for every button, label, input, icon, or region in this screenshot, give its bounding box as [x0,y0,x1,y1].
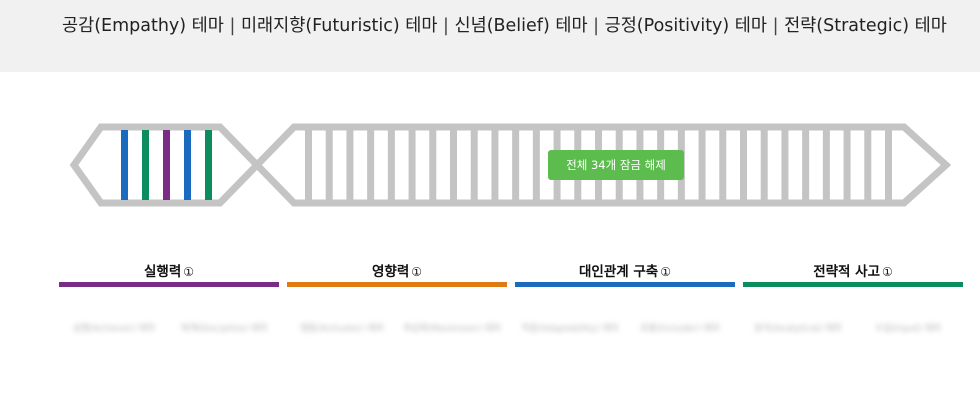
theme-name: 공감(Empathy) 테마 [62,16,224,36]
dna-locked-bar [760,130,768,200]
dna-locked-bar [387,130,395,200]
domain-title-text: 영향력 [371,264,410,280]
dna-unlocked-bar [163,130,170,200]
domain-items: 실행(Achiever) 테마 체계(Discipline) 테마 [59,323,279,383]
dna-locked-bar [491,130,499,200]
domain-color-bar [287,282,507,287]
theme-name: 전략(Strategic) 테마 [784,16,947,36]
dna-locked-bar [470,130,478,200]
theme-separator: | [443,16,449,36]
dna-locked-bar [305,130,312,200]
info-icon[interactable]: ① [183,265,195,279]
dna-locked-bar [864,130,872,200]
info-icon[interactable]: ① [882,265,893,279]
blurred-theme-item: 적응(Adaptability) 테마 [521,324,619,334]
dna-outline [69,123,952,207]
dna-locked-bar [429,130,437,200]
theme-separator: | [593,16,600,36]
dna-locked-bar [822,130,830,200]
domain-title-text: 전략적 사고 [813,264,881,280]
dna-locked-bar [325,130,333,200]
dna-locked-bar [512,130,520,200]
domain-items: 적응(Adaptability) 테마 포용(Includer) 테마 [515,323,735,383]
dna-unlocked-bar [142,130,149,200]
dna-locked-bar [532,130,540,200]
domain-color-bar [743,282,963,287]
dna-locked-bar [408,130,416,200]
blurred-theme-item: 행동(Activator) 테마 [300,324,384,334]
blurred-theme-item: 체계(Discipline) 테마 [180,324,268,334]
theme-name: 신념(Belief) 테마 [454,16,588,36]
domain-color-bar [515,282,735,287]
dna-locked-bar [781,130,789,200]
dna-unlocked-bar [121,130,128,200]
blurred-theme-item: 실행(Achiever) 테마 [72,324,156,334]
dna-locked-bar [843,130,851,200]
info-icon[interactable]: ① [660,265,671,279]
theme-separator: | [772,16,779,36]
dna-locked-bar [740,130,747,200]
blurred-theme-item: 최상화(Maximizer) 테마 [403,324,501,334]
dna-locked-bar [698,130,706,200]
dna-locked-bar [450,130,457,200]
top-themes-list: 공감(Empathy) 테마 | 미래지향(Futuristic) 테마 | 신… [62,12,947,37]
theme-name: 긍정(Positivity) 테마 [604,16,768,36]
domain-color-bar [59,282,279,287]
dna-right-segment-outline [252,123,952,207]
dna-unlocked-bar [184,130,191,200]
domain-items: 분석(Analytical) 테마 수집(Input) 테마 [743,323,963,383]
dna-locked-bar [885,130,892,200]
theme-name: 미래지향(Futuristic) 테마 [240,16,438,36]
blurred-theme-item: 분석(Analytical) 테마 [754,324,842,334]
dna-unlocked-bar [205,130,212,200]
dna-locked-bar [346,130,354,200]
blurred-theme-item: 포용(Includer) 테마 [640,324,720,334]
domain-items: 행동(Activator) 테마 최상화(Maximizer) 테마 [287,323,507,383]
dna-locked-bar [802,130,810,200]
info-icon[interactable]: ① [411,265,423,279]
theme-separator: | [229,16,236,36]
domain-title-text: 실행력 [143,264,182,280]
dna-locked-bar [367,130,375,200]
blurred-theme-item: 수집(Input) 테마 [874,324,942,334]
domain-title-text: 대인관계 구축 [579,264,659,280]
top-theme-bar: 공감(Empathy) 테마 | 미래지향(Futuristic) 테마 | 신… [0,0,980,72]
dna-locked-bar [719,130,727,200]
unlock-all-button[interactable]: 전체 34개 잠금 해제 [548,150,684,180]
